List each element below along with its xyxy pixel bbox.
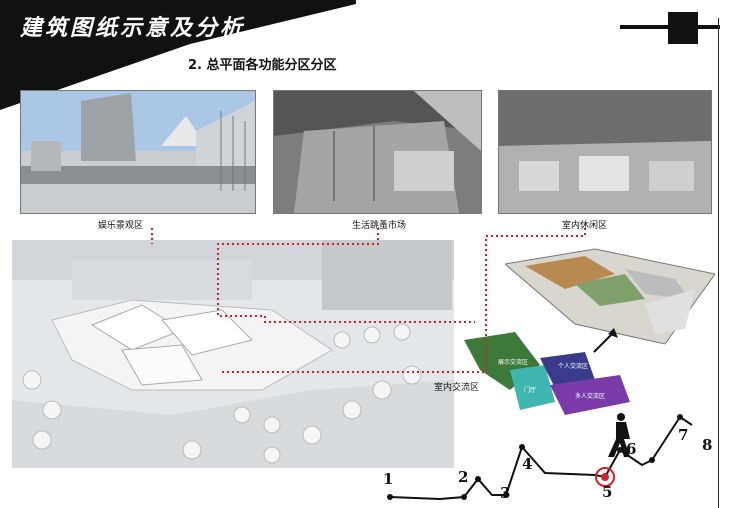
corner-decoration-block [668,12,698,44]
zoning-label-b: 个人交流区 [558,362,588,370]
header-banner [0,0,356,110]
timeline-step-2: 2 [458,468,469,486]
timeline-step-5: 5 [602,483,613,501]
render-interior-isometric [503,244,716,349]
zoning-label-c: 门厅 [524,386,536,394]
arrow-icon [593,328,618,353]
zoning-label-a: 展示交流区 [498,358,528,366]
render-recreation-zone [20,90,256,214]
render-flea-market [273,90,482,214]
caption-recreation-zone: 娱乐景观区 [96,218,146,231]
timeline-step-8: 8 [702,436,713,454]
timeline-step-6: 6 [626,440,637,458]
caption-indoor-exchange: 室内交流区 [434,383,480,393]
timeline-step-1: 1 [383,470,394,488]
timeline-step-7: 7 [678,426,689,444]
walking-person-icon [608,413,630,457]
zoning-label-d: 多人交流区 [575,392,605,400]
right-border-line [718,18,719,508]
render-site-model [12,240,454,468]
timeline-path [387,413,693,501]
zoning-diagram: 展示交流区 个人交流区 门厅 多人交流区 [464,332,630,415]
timeline-step-4: 4 [522,455,533,473]
caption-flea-market: 生活跳蚤市场 [350,218,409,231]
caption-indoor-lounge: 室内休闲区 [560,218,610,231]
location-marker-icon [595,467,615,487]
page-title: 建筑图纸示意及分析 [20,15,246,41]
timeline-step-3: 3 [500,484,511,502]
section-title: 2. 总平面各功能分区分区 [188,58,337,73]
render-indoor-lounge [498,90,712,214]
